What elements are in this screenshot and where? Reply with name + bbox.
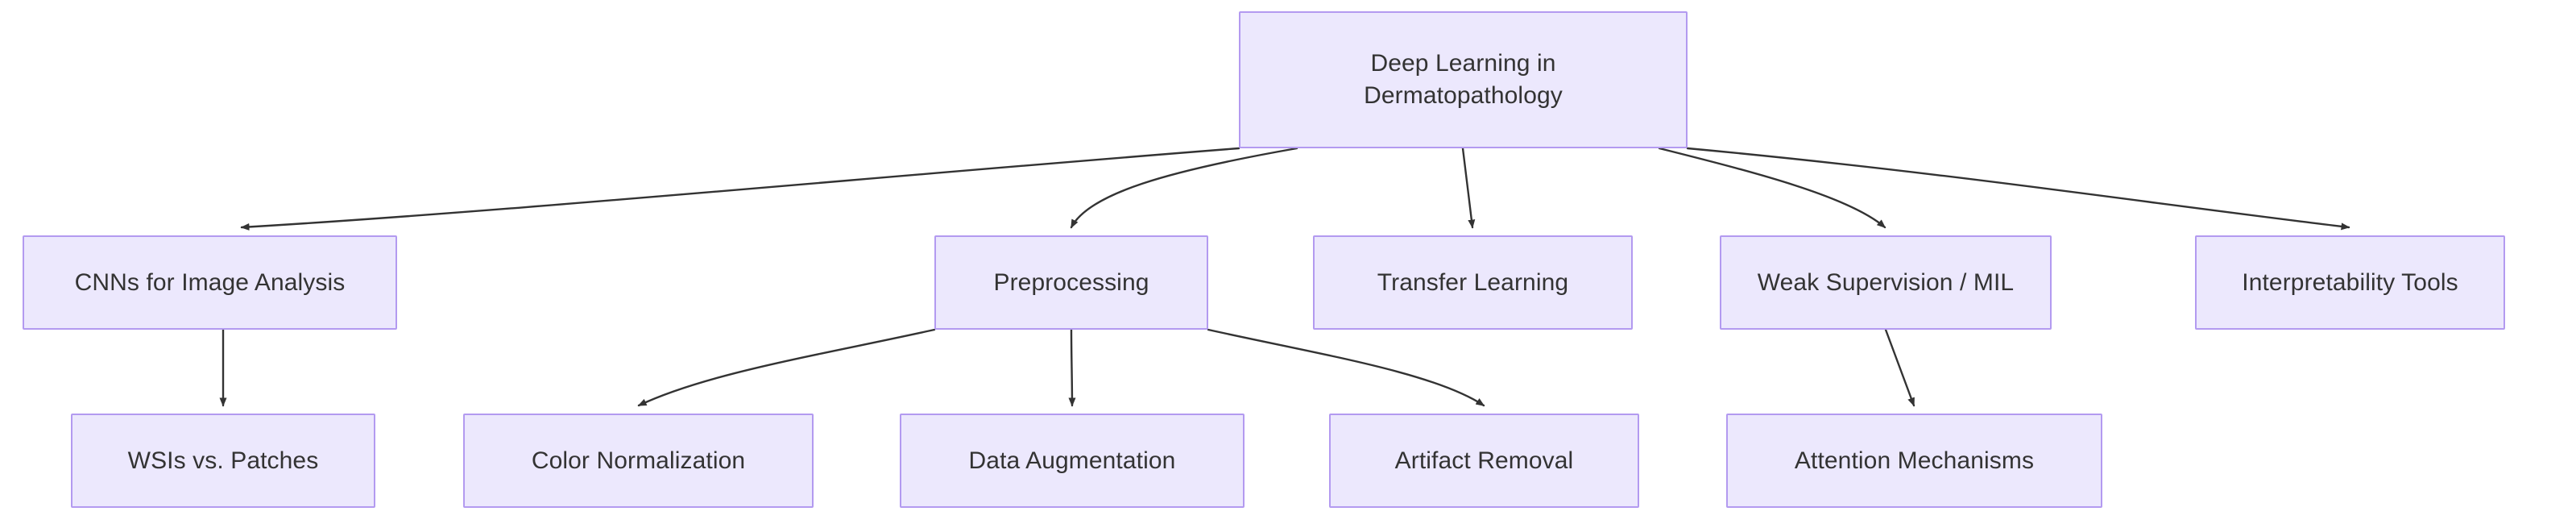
flowchart-edge-preprocessing-to-colornorm xyxy=(637,328,936,407)
node-label-wsis: WSIs vs. Patches xyxy=(127,447,319,474)
flowchart-edge-root-to-preprocessing xyxy=(1070,147,1298,229)
flowchart-node-root[interactable]: Deep Learning in Dermatopathology xyxy=(1239,11,1688,148)
flowchart-node-interp[interactable]: Interpretability Tools xyxy=(2195,235,2505,330)
node-label-root: Deep Learning in Dermatopathology xyxy=(1364,50,1563,109)
flowchart-node-transfer[interactable]: Transfer Learning xyxy=(1313,235,1633,330)
flowchart-node-dataaug[interactable]: Data Augmentation xyxy=(900,414,1245,508)
node-label-weak: Weak Supervision / MIL xyxy=(1757,268,2015,296)
flowchart-edge-preprocessing-to-artifact xyxy=(1207,328,1485,407)
node-label-colornorm: Color Normalization xyxy=(531,447,746,474)
flowchart-edge-root-to-weak xyxy=(1658,147,1886,229)
flowchart-node-attention[interactable]: Attention Mechanisms xyxy=(1726,414,2102,508)
node-label-preprocessing: Preprocessing xyxy=(993,268,1149,296)
flowchart-edges xyxy=(219,147,2350,407)
flowchart-edge-weak-to-attention xyxy=(1884,328,1915,407)
node-label-artifact: Artifact Removal xyxy=(1394,447,1574,474)
flowchart-node-artifact[interactable]: Artifact Removal xyxy=(1329,414,1639,508)
node-label-transfer: Transfer Learning xyxy=(1377,268,1569,296)
node-label-cnns: CNNs for Image Analysis xyxy=(74,268,346,296)
flowchart-node-weak[interactable]: Weak Supervision / MIL xyxy=(1720,235,2052,330)
flowchart-edge-root-to-cnns xyxy=(240,147,1240,231)
node-label-dataaug: Data Augmentation xyxy=(968,447,1176,474)
flowchart-edge-preprocessing-to-dataaug xyxy=(1068,328,1076,407)
flowchart-node-colornorm[interactable]: Color Normalization xyxy=(463,414,814,508)
node-label-attention: Attention Mechanisms xyxy=(1794,447,2035,474)
node-label-interp: Interpretability Tools xyxy=(2242,268,2458,296)
flowchart-edge-root-to-interp xyxy=(1686,147,2350,231)
flowchart-node-preprocessing[interactable]: Preprocessing xyxy=(934,235,1208,330)
flowchart-edge-root-to-transfer xyxy=(1461,147,1476,229)
flowchart-node-cnns[interactable]: CNNs for Image Analysis xyxy=(23,235,397,330)
flowchart-node-wsis[interactable]: WSIs vs. Patches xyxy=(71,414,375,508)
